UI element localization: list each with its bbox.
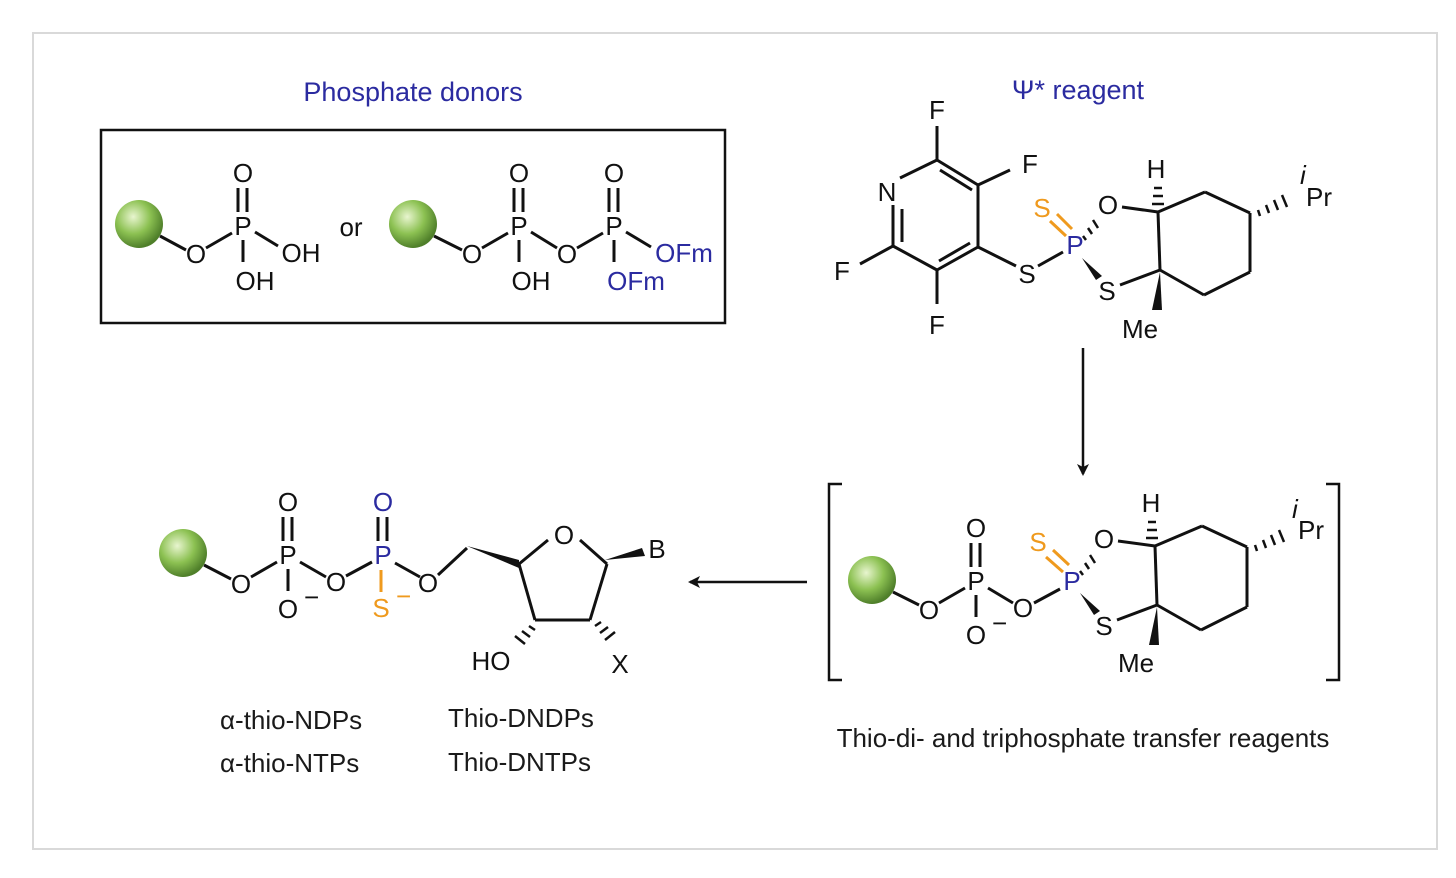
atom-p: P [967, 566, 984, 596]
charge-minus: − [992, 608, 1007, 638]
monophosphate-donor: O P O OH OH [115, 158, 321, 296]
atom-p: P [279, 540, 296, 570]
charge-minus: − [304, 582, 319, 612]
atom-o: O [509, 158, 529, 188]
atom-ho: HO [472, 646, 511, 676]
atom-ipr: Pr [1298, 515, 1324, 545]
atom-p: P [374, 540, 391, 570]
atom-p: P [510, 211, 527, 241]
atom-ofm: OFm [607, 266, 665, 296]
atom-f: F [929, 310, 945, 340]
atom-s-thio: S [372, 593, 389, 623]
atom-ipr: Pr [1306, 182, 1332, 212]
figure-frame [32, 32, 1438, 850]
atom-o: O [233, 158, 253, 188]
atom-me: Me [1122, 314, 1158, 344]
atom-x: X [611, 649, 628, 679]
transfer-reagents-caption: Thio-di- and triphosphate transfer reage… [837, 723, 1330, 753]
atom-me: Me [1118, 648, 1154, 678]
atom-ofm: OFm [655, 238, 713, 268]
atom-o: O [186, 239, 206, 269]
transfer-reagent-intermediate: O P O O − O P S O S [827, 482, 1341, 682]
alpha-thio-ntps-label: α-thio-NTPs [220, 748, 359, 778]
atom-o: O [1013, 593, 1033, 623]
atom-o: O [231, 569, 251, 599]
atom-o: O [557, 239, 577, 269]
atom-o: O [462, 239, 482, 269]
atom-oh: OH [512, 266, 551, 296]
thio-dndps-label: Thio-DNDPs [448, 703, 594, 733]
atom-s-thio: S [1029, 527, 1046, 557]
solid-support-bead-icon [115, 200, 163, 248]
or-label: or [339, 212, 362, 242]
atom-f: F [1022, 149, 1038, 179]
atom-o: O [326, 567, 346, 597]
atom-oh: OH [236, 266, 275, 296]
ipr-superscript: i [1300, 160, 1307, 190]
atom-o: O [1094, 524, 1114, 554]
atom-p: P [1063, 566, 1080, 596]
atom-h: H [1142, 488, 1161, 518]
alpha-thio-ndps-label: α-thio-NDPs [220, 705, 362, 735]
phosphate-donors-box: O P O OH OH or O P O OH O P [99, 128, 727, 325]
atom-n: N [878, 177, 897, 207]
atom-s: S [1095, 611, 1112, 641]
atom-f: F [834, 256, 850, 286]
atom-p: P [1066, 230, 1083, 260]
left-bracket [827, 482, 842, 682]
right-bracket [1326, 482, 1341, 682]
psi-star-reagent: N F F F F S P S O S [834, 95, 1332, 344]
atom-p: P [605, 211, 622, 241]
atom-s: S [1018, 259, 1035, 289]
charge-minus: − [396, 581, 411, 611]
thio-dntps-label: Thio-DNTPs [448, 747, 591, 777]
solid-support-bead-icon [848, 556, 896, 604]
solid-support-bead-icon [389, 200, 437, 248]
psi-reagent-title: Ψ* reagent [1012, 75, 1145, 105]
atom-o: O [373, 487, 393, 517]
atom-f: F [929, 95, 945, 125]
phosphate-donors-title: Phosphate donors [303, 77, 522, 107]
solid-support-bead-icon [159, 529, 207, 577]
thio-nucleotide-product: O P O O − O P O S − O O B [159, 487, 666, 679]
atom-o-minus: O [966, 620, 986, 650]
atom-o: O [966, 513, 986, 543]
diphosphate-donor: O P O OH O P O OFm OFm [389, 158, 713, 296]
atom-o-minus: O [278, 594, 298, 624]
atom-o: O [278, 487, 298, 517]
atom-o: O [418, 568, 438, 598]
atom-b: B [648, 534, 665, 564]
atom-o: O [1098, 190, 1118, 220]
atom-s: S [1098, 276, 1115, 306]
ipr-superscript: i [1292, 494, 1299, 524]
atom-o: O [554, 520, 574, 550]
atom-o: O [604, 158, 624, 188]
atom-oh: OH [282, 238, 321, 268]
donors-box-border [99, 128, 727, 325]
atom-p: P [234, 211, 251, 241]
atom-h: H [1147, 154, 1166, 184]
atom-o: O [919, 595, 939, 625]
atom-s-thio: S [1033, 193, 1050, 223]
